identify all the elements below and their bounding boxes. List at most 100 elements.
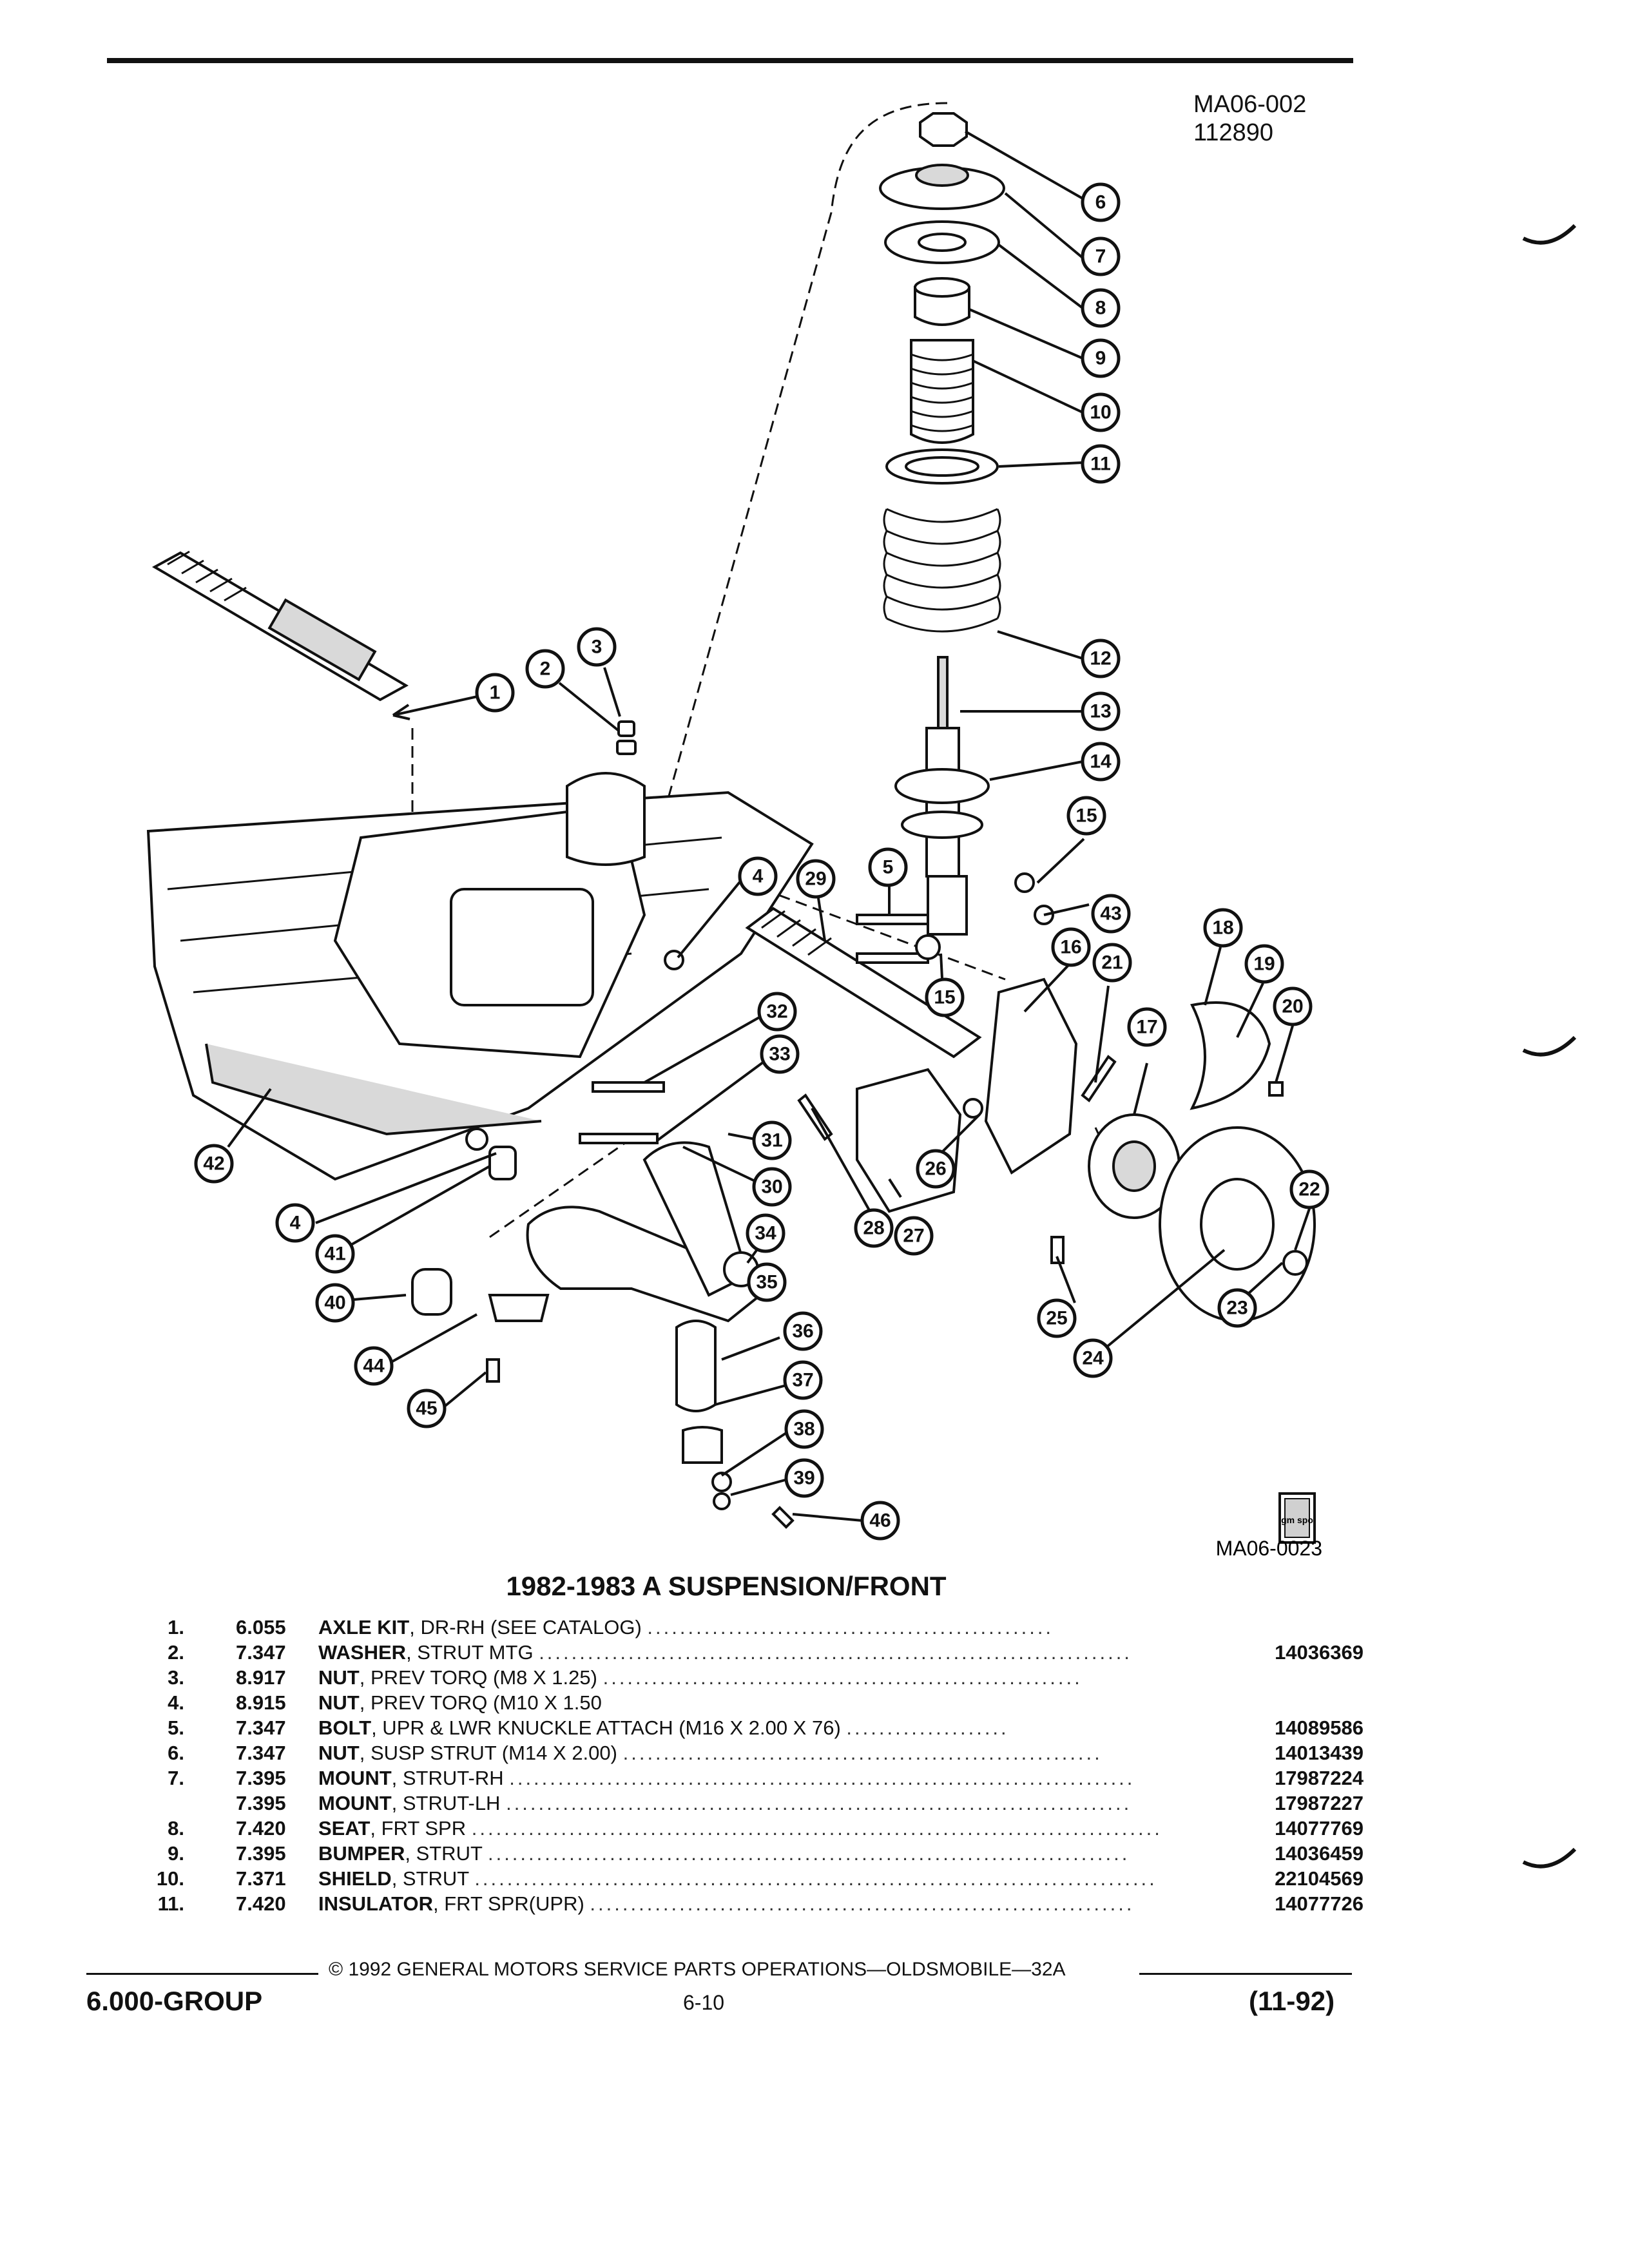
- parts-row: 8.7.420 SEAT, FRT SPR ..................…: [168, 1817, 1364, 1840]
- svg-text:31: 31: [761, 1130, 782, 1151]
- strut-bumper: [914, 286, 970, 326]
- stabilizer-guide: [489, 1133, 639, 1238]
- svg-text:22: 22: [1298, 1179, 1320, 1200]
- callout-8: 8: [1081, 288, 1121, 328]
- strut-lower-guide: [728, 875, 1006, 981]
- callout-39: 39: [784, 1458, 824, 1498]
- svg-text:4: 4: [290, 1213, 301, 1234]
- callout-29: 29: [796, 859, 836, 899]
- callout-24: 24: [1073, 1338, 1113, 1378]
- svg-text:16: 16: [1060, 937, 1081, 958]
- svg-text:14: 14: [1090, 751, 1112, 773]
- svg-text:32: 32: [766, 1001, 787, 1023]
- callout-18: 18: [1203, 908, 1243, 948]
- svg-text:7: 7: [1095, 246, 1106, 267]
- svg-text:18: 18: [1212, 918, 1233, 939]
- parts-row: 1.6.055 AXLE KIT, DR-RH (SEE CATALOG) ..…: [168, 1616, 1054, 1639]
- callout-4-upper: 4: [738, 856, 778, 896]
- svg-text:17: 17: [1136, 1017, 1157, 1038]
- callouts: 1 2 3 4 4 5 6 7 8 9 10 11 12 13 14 15 15…: [194, 182, 1329, 1541]
- callout-11: 11: [1081, 444, 1121, 484]
- callout-26: 26: [916, 1149, 956, 1189]
- callout-15-lower: 15: [925, 977, 965, 1017]
- drawing-ref-date: 112890: [1193, 119, 1273, 146]
- svg-text:35: 35: [756, 1272, 777, 1293]
- svg-text:4: 4: [753, 866, 764, 887]
- svg-text:45: 45: [416, 1398, 437, 1419]
- footer-rule-right: [1139, 1973, 1352, 1975]
- drive-axle-inner: [745, 907, 982, 1059]
- footer-page-number: 6-10: [683, 1991, 725, 2014]
- svg-text:37: 37: [792, 1370, 813, 1391]
- callout-19: 19: [1244, 944, 1284, 984]
- svg-text:15: 15: [1075, 805, 1097, 827]
- strut-assembly: [879, 112, 1005, 936]
- callout-3: 3: [577, 627, 617, 667]
- svg-text:33: 33: [769, 1044, 790, 1065]
- svg-text:9: 9: [1095, 348, 1106, 369]
- callout-28: 28: [854, 1208, 894, 1248]
- callout-9: 9: [1081, 338, 1121, 378]
- svg-text:15: 15: [934, 987, 955, 1008]
- strut-nut: [919, 112, 968, 147]
- callout-30: 30: [752, 1167, 792, 1207]
- callout-1: 1: [475, 673, 515, 713]
- gm-spo-stamp: gm spo MA06-0023: [1216, 1492, 1322, 1560]
- lower-control-arm: [411, 1141, 763, 1412]
- section-title: 1982-1983 A SUSPENSION/FRONT: [506, 1571, 947, 1601]
- svg-text:10: 10: [1090, 402, 1111, 423]
- callout-38: 38: [784, 1409, 824, 1449]
- callout-22: 22: [1289, 1169, 1329, 1209]
- margin-mark: [1522, 1847, 1577, 1869]
- svg-text:1: 1: [490, 682, 501, 704]
- stabilizer-link-bracket: [675, 1320, 717, 1412]
- steering-knuckle: [984, 977, 1078, 1175]
- svg-text:30: 30: [761, 1177, 782, 1198]
- callout-13: 13: [1081, 691, 1121, 731]
- footer-copyright: © 1992 GENERAL MOTORS SERVICE PARTS OPER…: [329, 1959, 1066, 1980]
- parts-row: 2.7.347 WASHER, STRUT MTG ..............…: [168, 1641, 1364, 1664]
- parts-row: 10.7.371 SHIELD, STRUT .................…: [156, 1867, 1364, 1890]
- svg-text:36: 36: [792, 1321, 813, 1342]
- callout-16: 16: [1051, 927, 1091, 967]
- callout-45: 45: [407, 1389, 447, 1428]
- svg-text:3: 3: [592, 637, 602, 658]
- parts-row: 4.8.915 NUT, PREV TORQ (M10 X 1.50: [168, 1691, 602, 1714]
- callout-15-upper: 15: [1066, 796, 1106, 836]
- svg-text:20: 20: [1282, 996, 1303, 1017]
- callout-44: 44: [354, 1346, 394, 1386]
- callout-40: 40: [315, 1283, 355, 1323]
- footer-rule-left: [86, 1973, 318, 1975]
- callout-36: 36: [783, 1311, 823, 1351]
- parts-row: 5.7.347 BOLT, UPR & LWR KNUCKLE ATTACH (…: [168, 1716, 1364, 1739]
- stamp-code: MA06-0023: [1216, 1537, 1322, 1560]
- brake-caliper: [856, 1068, 962, 1213]
- callout-46: 46: [860, 1501, 900, 1541]
- svg-text:24: 24: [1082, 1348, 1104, 1369]
- svg-text:39: 39: [793, 1468, 815, 1489]
- callout-34: 34: [746, 1213, 786, 1253]
- svg-text:23: 23: [1226, 1298, 1248, 1319]
- svg-text:2: 2: [540, 658, 551, 680]
- svg-text:43: 43: [1100, 903, 1121, 925]
- svg-text:6: 6: [1095, 192, 1106, 213]
- svg-text:12: 12: [1090, 648, 1111, 669]
- footer-date: (11-92): [1249, 1986, 1335, 2016]
- callout-37: 37: [783, 1360, 823, 1400]
- svg-text:29: 29: [805, 869, 826, 890]
- svg-text:21: 21: [1101, 952, 1123, 974]
- strut-lower-seat: [894, 768, 990, 804]
- callout-43: 43: [1091, 894, 1131, 934]
- callout-32: 32: [757, 992, 797, 1032]
- callout-12: 12: [1081, 639, 1121, 678]
- strut-assembly-guide: [656, 102, 948, 838]
- svg-text:38: 38: [793, 1419, 815, 1440]
- stabilizer-bar: [205, 1043, 542, 1136]
- drawing-ref-code: MA06-002: [1193, 91, 1307, 118]
- callout-25: 25: [1037, 1298, 1077, 1338]
- callout-42: 42: [194, 1144, 234, 1184]
- callout-6: 6: [1081, 182, 1121, 222]
- callout-31: 31: [752, 1120, 792, 1160]
- parts-row: 7.395 MOUNT, STRUT-LH ..................…: [236, 1792, 1364, 1814]
- callout-17: 17: [1127, 1007, 1167, 1047]
